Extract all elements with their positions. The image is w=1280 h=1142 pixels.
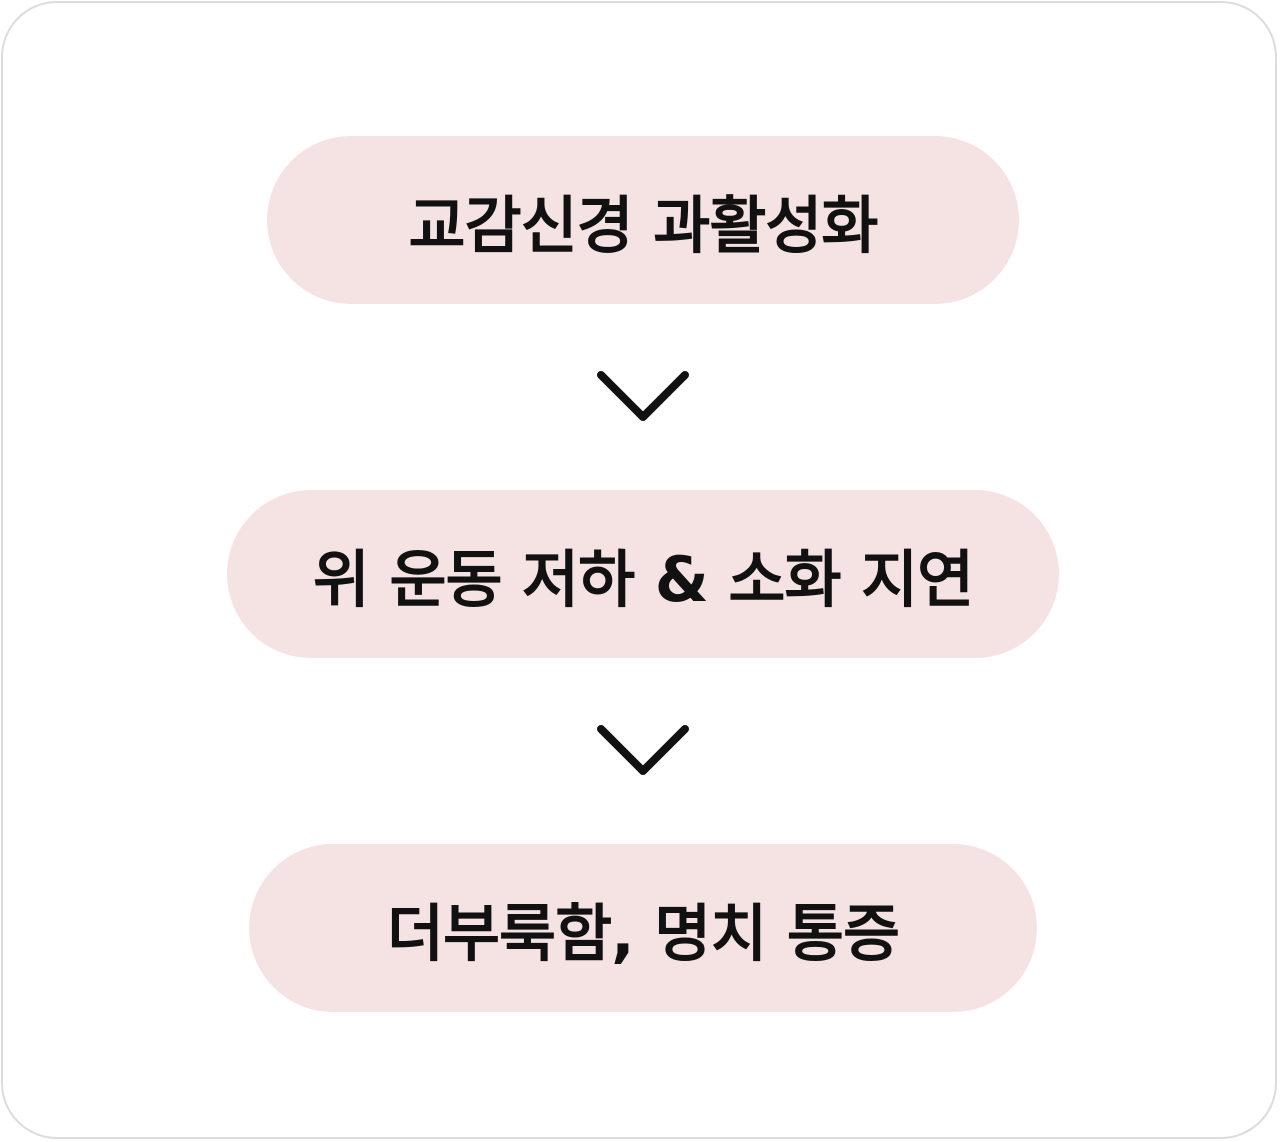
flow-step-label: 교감신경 과활성화 bbox=[408, 189, 879, 262]
chevron-down-icon bbox=[597, 725, 689, 775]
flow-step-label: 더부룩함, 명치 통증 bbox=[386, 897, 900, 970]
chevron-down-icon bbox=[597, 371, 689, 421]
flow-step-bloating-epigastric-pain: 더부룩함, 명치 통증 bbox=[249, 844, 1037, 1012]
flow-step-label: 위 운동 저하 & 소화 지연 bbox=[312, 543, 974, 616]
flow-step-sympathetic-overactivation: 교감신경 과활성화 bbox=[267, 136, 1019, 304]
flow-step-gastric-motility-decrease: 위 운동 저하 & 소화 지연 bbox=[227, 490, 1059, 658]
